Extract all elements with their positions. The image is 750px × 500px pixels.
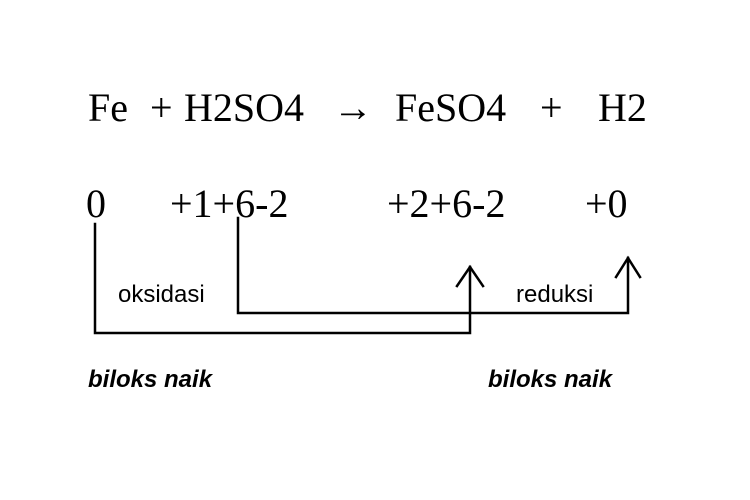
plus-sign-products: + [540, 85, 563, 130]
reactant-h2so4: H2SO4 [184, 85, 305, 130]
reaction-arrow: → [333, 85, 373, 130]
oxidation-label: oksidasi [118, 281, 205, 308]
product-feso4: FeSO4 [395, 85, 507, 130]
plus-sign-reactants: + [150, 85, 173, 130]
oxidation-note: biloks naik [88, 366, 213, 393]
oxidation-number-feso4: +2+6-2 [387, 181, 506, 226]
reduction-arrowhead [614, 255, 642, 279]
reduction-connector [236, 216, 630, 315]
oxidation-connector [93, 222, 472, 335]
oxidation-number-fe: 0 [86, 181, 106, 226]
oxidation-number-h2: +0 [585, 181, 628, 226]
product-h2: H2 [598, 85, 647, 130]
oxidation-arrowhead [455, 264, 485, 288]
reactant-fe: Fe [88, 85, 128, 130]
oxidation-number-h2so4: +1+6-2 [170, 181, 289, 226]
reduction-label: reduksi [516, 281, 594, 308]
reduction-note: biloks naik [488, 366, 613, 393]
